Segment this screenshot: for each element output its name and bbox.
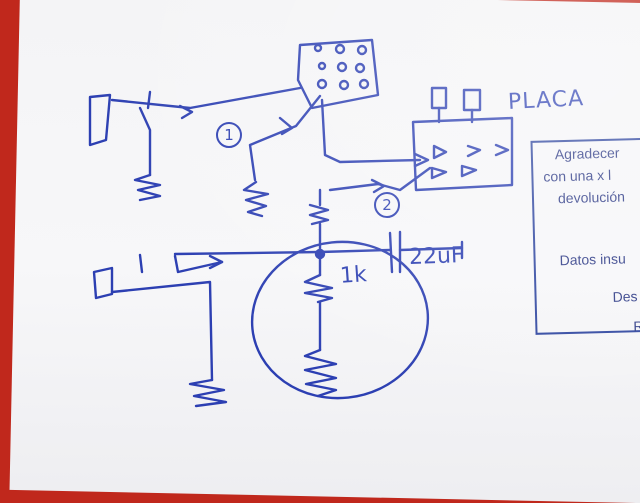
- connector-hole: [354, 62, 366, 74]
- form-line: Des: [612, 288, 638, 305]
- jack-bottom: [92, 266, 114, 300]
- capacitor-plate: [388, 231, 394, 274]
- connector-hole: [313, 43, 323, 53]
- connector-outline: [296, 38, 380, 110]
- placa-board: [411, 116, 514, 192]
- form-line: devolución: [557, 188, 626, 207]
- connector-hole: [317, 61, 327, 71]
- form-line: con una x l: [543, 166, 612, 185]
- placa-component: [430, 86, 448, 110]
- resistor-label: 1k: [339, 262, 368, 289]
- form-line: Agradecer: [554, 144, 620, 163]
- connector-hole: [336, 61, 348, 73]
- marker-1: 1: [216, 122, 242, 148]
- resistor-symbol: [308, 203, 330, 226]
- connector-hole: [338, 79, 350, 91]
- jack-top: [88, 93, 112, 147]
- marker-2: 2: [374, 192, 400, 218]
- jack-top-wire: [110, 86, 302, 110]
- resistor-symbol: [303, 273, 334, 304]
- ground-symbol: [133, 173, 162, 202]
- printed-form-box: Agradecer con una x l devolución Datos i…: [530, 137, 640, 335]
- connector-hole: [334, 43, 346, 55]
- highlight-circle: [250, 240, 430, 400]
- placa-component: [462, 88, 482, 112]
- ground-symbol: [188, 378, 228, 408]
- connector-hole: [356, 44, 368, 56]
- circuit-sketch: [88, 38, 514, 408]
- ground-symbol: [303, 348, 338, 398]
- form-line: R: [633, 318, 640, 335]
- placa-label: PLACA: [507, 86, 585, 115]
- connector-hole: [316, 78, 328, 90]
- form-line: Datos insu: [559, 250, 626, 269]
- ground-symbol: [242, 180, 270, 218]
- capacitor-label: 22uF: [408, 243, 465, 270]
- connector-hole: [358, 78, 370, 90]
